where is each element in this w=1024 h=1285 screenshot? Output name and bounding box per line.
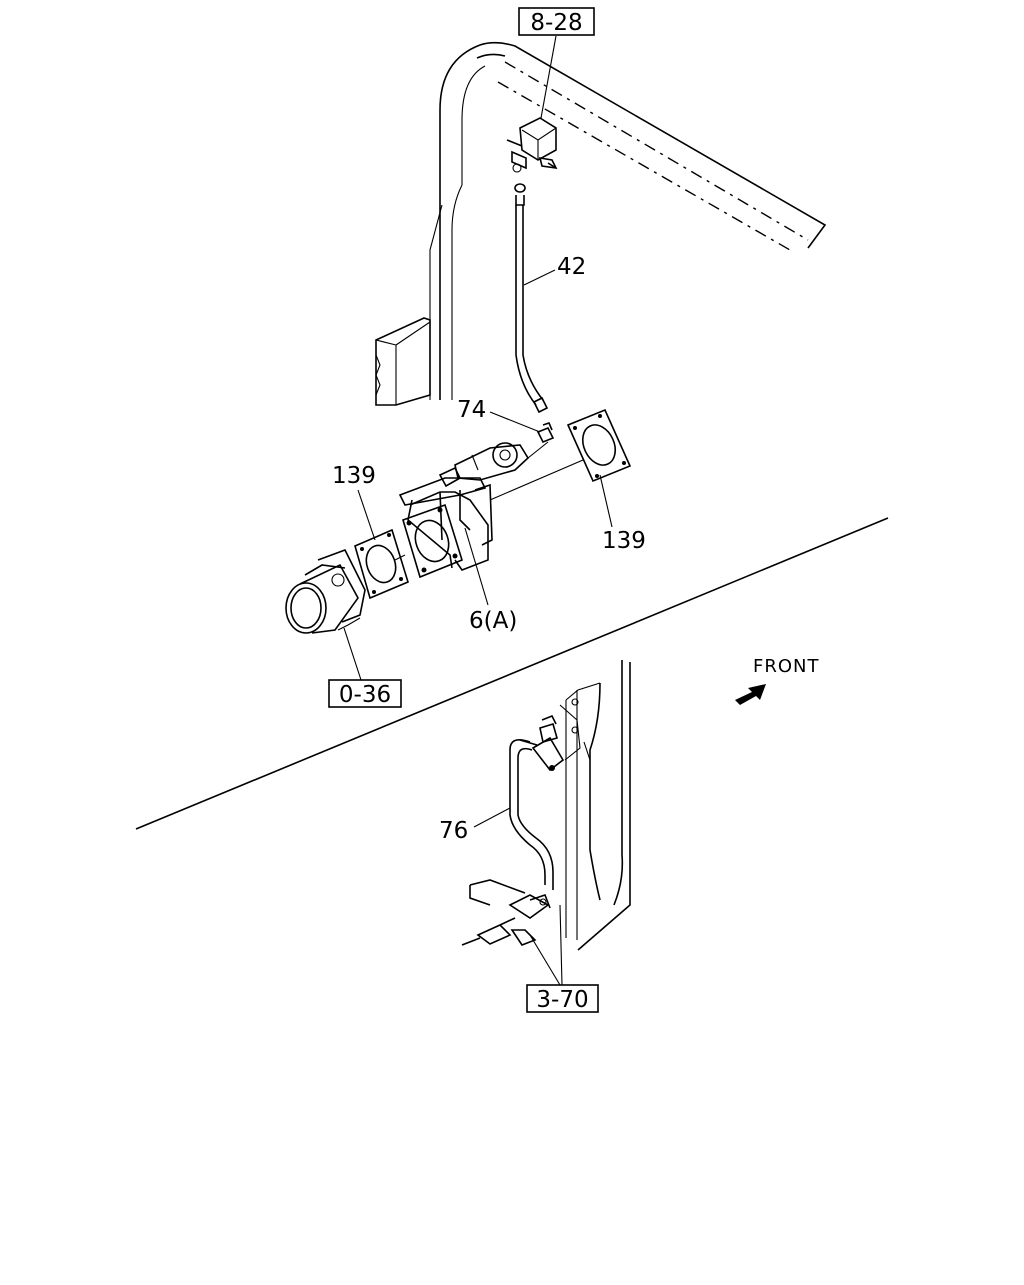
leader-42 xyxy=(523,269,556,286)
leader-8-28 xyxy=(540,35,557,119)
tee-fitting-lower xyxy=(461,879,551,946)
leader-76 xyxy=(473,807,511,828)
valve-flange xyxy=(402,503,463,579)
part-number-139-right: 139 xyxy=(602,528,646,554)
part-number-76: 76 xyxy=(439,818,468,844)
frame-rail xyxy=(375,317,431,406)
section-divider xyxy=(135,517,889,830)
gasket-139-left xyxy=(354,528,409,600)
centerline-right xyxy=(489,459,584,501)
elbow-fitting-74 xyxy=(536,422,555,444)
ref-box-0-36[interactable]: 0-36 xyxy=(328,679,402,708)
cab-panel-outline xyxy=(429,41,827,400)
centerline-left xyxy=(394,554,406,561)
exhaust-brake-valve-6a xyxy=(398,441,549,571)
frame-member xyxy=(559,660,631,951)
valve-assembly xyxy=(506,117,558,173)
ref-box-3-70[interactable]: 3-70 xyxy=(526,984,599,1013)
ref-label-8-28: 8-28 xyxy=(530,10,582,36)
tee-fitting-upper xyxy=(519,714,565,772)
hose-42 xyxy=(514,183,549,414)
leader-139-left xyxy=(357,489,376,541)
leader-6a xyxy=(464,527,489,606)
leader-74 xyxy=(489,411,541,433)
front-arrow-icon xyxy=(735,684,766,705)
leader-3-70-b xyxy=(559,904,563,986)
ref-label-0-36: 0-36 xyxy=(339,682,391,708)
part-number-74: 74 xyxy=(457,397,486,423)
front-label: FRONT xyxy=(753,656,820,677)
part-number-139-left: 139 xyxy=(332,463,376,489)
part-number-42: 42 xyxy=(557,254,586,280)
leader-0-36 xyxy=(343,627,363,684)
ref-label-3-70: 3-70 xyxy=(536,987,588,1013)
exhaust-pipe xyxy=(285,549,366,634)
leader-139-right xyxy=(599,474,613,528)
ref-box-8-28[interactable]: 8-28 xyxy=(518,7,595,36)
gasket-139-right xyxy=(566,408,632,483)
leader-3-70-a xyxy=(529,934,561,986)
pipe-76 xyxy=(509,739,554,890)
part-number-6a: 6(A) xyxy=(469,608,517,634)
